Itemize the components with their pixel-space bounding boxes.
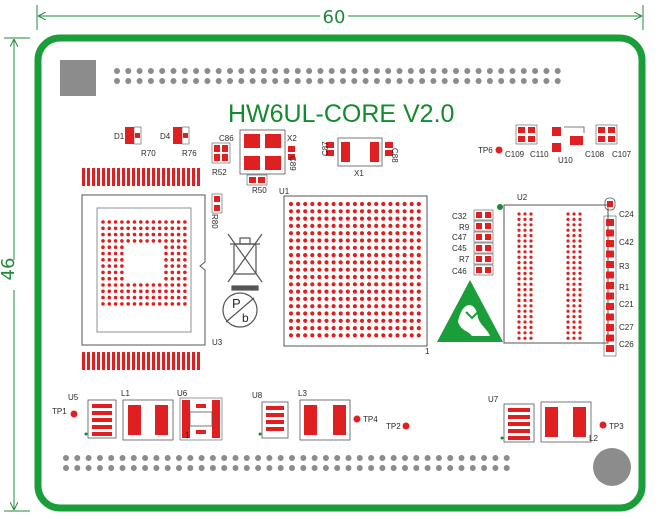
mounting-hole-round bbox=[593, 448, 631, 486]
label-c109: C109 bbox=[505, 150, 525, 159]
u3-top-pins bbox=[82, 168, 200, 186]
label-x2: X2 bbox=[287, 134, 297, 143]
label-tp3: TP3 bbox=[609, 422, 624, 431]
x2-crystal bbox=[239, 129, 286, 175]
label-c88: C88 bbox=[390, 148, 399, 163]
c109-c110-caps bbox=[515, 124, 538, 145]
width-label: 60 bbox=[323, 7, 346, 28]
label-c42: C42 bbox=[619, 238, 634, 247]
u3-inner-outline bbox=[96, 207, 192, 333]
lead-free-icon: P b bbox=[222, 292, 258, 328]
c89-cap bbox=[288, 146, 295, 160]
label-u7: U7 bbox=[488, 395, 499, 404]
height-label: 46 bbox=[0, 258, 19, 281]
right-passive-column bbox=[603, 197, 617, 357]
tp3-point bbox=[599, 421, 607, 429]
label-u1-pin1: 1 bbox=[425, 347, 430, 356]
label-u6-pin1: 1 bbox=[185, 431, 190, 440]
r80-res bbox=[211, 193, 223, 214]
label-c27: C27 bbox=[619, 323, 634, 332]
u8-chip bbox=[258, 401, 289, 439]
l1-inductor bbox=[122, 399, 174, 441]
label-c47: C47 bbox=[452, 233, 467, 242]
label-d4: D4 bbox=[160, 132, 171, 141]
label-r9: R9 bbox=[459, 223, 470, 232]
board-title: HW6UL-CORE V2.0 bbox=[228, 100, 454, 128]
label-r3: R3 bbox=[619, 262, 630, 271]
label-c89: C89 bbox=[288, 156, 297, 171]
label-r52: R52 bbox=[212, 168, 227, 177]
label-tp4: TP4 bbox=[363, 415, 378, 424]
label-c110: C110 bbox=[530, 150, 549, 159]
tp2-point bbox=[402, 422, 410, 430]
weee-bin-icon bbox=[227, 233, 263, 291]
label-c108: C108 bbox=[585, 150, 605, 159]
label-u5: U5 bbox=[68, 393, 79, 402]
label-tp6: TP6 bbox=[478, 146, 493, 155]
pb-sub-letter: b bbox=[242, 311, 249, 325]
label-c107: C107 bbox=[612, 150, 632, 159]
tp4-point bbox=[353, 415, 361, 423]
label-u6: U6 bbox=[177, 389, 188, 398]
c108-c107-caps bbox=[595, 124, 618, 145]
label-tp2: TP2 bbox=[386, 422, 401, 431]
label-l3: L3 bbox=[298, 389, 307, 398]
label-u8: U8 bbox=[252, 391, 263, 400]
label-c32: C32 bbox=[452, 212, 467, 221]
height-dimension: 46 bbox=[0, 37, 30, 512]
label-x1: X1 bbox=[354, 169, 364, 178]
label-r1: R1 bbox=[619, 283, 630, 292]
top-header-pins bbox=[114, 68, 561, 84]
u6-chip bbox=[179, 397, 223, 441]
label-r76: R76 bbox=[182, 149, 197, 158]
label-u3: U3 bbox=[212, 338, 223, 347]
u3-bottom-pins bbox=[82, 352, 200, 370]
c32-c46-passives bbox=[473, 209, 494, 276]
u1-outline bbox=[283, 195, 428, 347]
pb-letter: P bbox=[232, 296, 241, 311]
d1-r70-parts bbox=[125, 126, 190, 145]
u1-bga-pads bbox=[288, 201, 421, 338]
mounting-hole-square bbox=[60, 60, 96, 96]
label-c24: C24 bbox=[619, 210, 634, 219]
l3-inductor bbox=[299, 399, 351, 441]
tp1-point bbox=[70, 410, 78, 418]
label-r80: R80 bbox=[210, 214, 219, 229]
label-c87: C87 bbox=[321, 141, 330, 156]
esd-warning-icon bbox=[437, 280, 503, 342]
bottom-header-pins bbox=[63, 455, 510, 471]
label-c45: C45 bbox=[452, 244, 467, 253]
r50-res bbox=[246, 174, 268, 186]
label-d1: D1 bbox=[114, 132, 125, 141]
label-u2: U2 bbox=[517, 193, 528, 202]
label-c86: C86 bbox=[219, 134, 234, 143]
l2-inductor bbox=[540, 401, 592, 443]
label-c21: C21 bbox=[619, 300, 634, 309]
label-c46: C46 bbox=[452, 267, 467, 276]
label-r7: R7 bbox=[459, 255, 470, 264]
label-l1: L1 bbox=[121, 389, 130, 398]
u7-chip bbox=[500, 403, 535, 443]
u5-chip bbox=[84, 399, 117, 439]
label-u1: U1 bbox=[279, 187, 290, 196]
label-l2: L2 bbox=[589, 434, 598, 443]
u10-chip bbox=[552, 126, 585, 152]
label-tp1: TP1 bbox=[52, 407, 67, 416]
label-u10: U10 bbox=[558, 156, 573, 165]
board-outline bbox=[34, 34, 646, 512]
label-r70: R70 bbox=[141, 149, 156, 158]
c86-cap bbox=[211, 142, 231, 164]
u3-outline bbox=[81, 194, 206, 346]
u3-bga-pads bbox=[101, 220, 187, 306]
label-c26: C26 bbox=[619, 340, 634, 349]
label-r50: R50 bbox=[252, 186, 267, 195]
green-marker-dot bbox=[497, 204, 503, 210]
x1-crystal bbox=[326, 137, 393, 167]
u2-pads bbox=[517, 212, 582, 340]
width-dimension: 60 bbox=[36, 5, 644, 30]
tp6-point bbox=[495, 146, 503, 154]
